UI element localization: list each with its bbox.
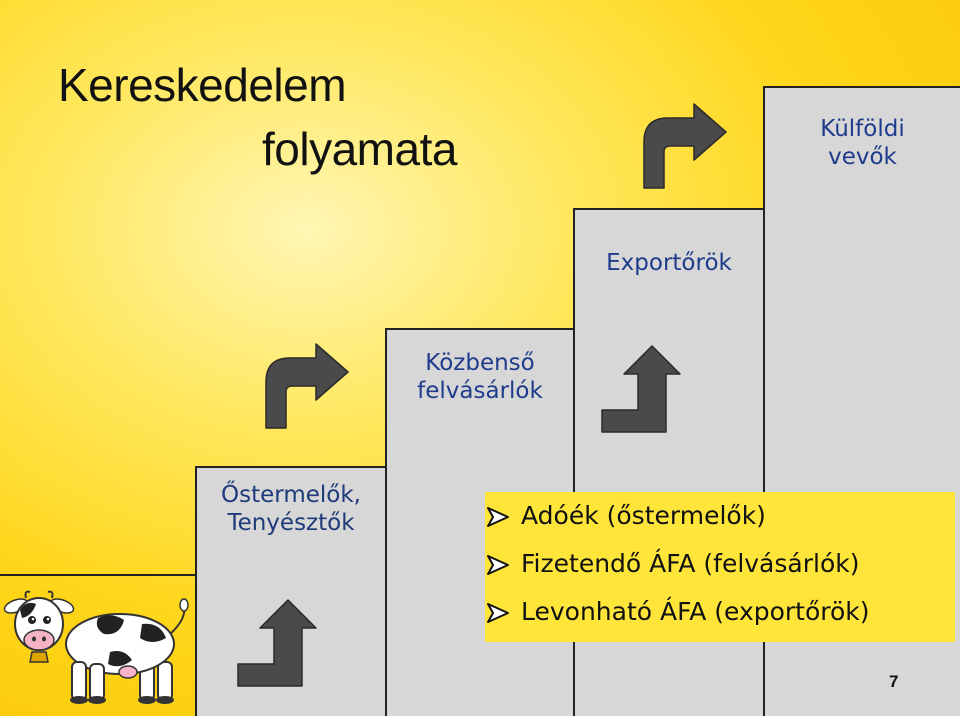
step-label: Közbenső felvásárlók	[387, 330, 573, 405]
page-number: 7	[889, 672, 898, 692]
curved-up-right-arrow-icon	[260, 342, 352, 430]
bullet-item: Levonható ÁFA (exportőrök)	[485, 588, 955, 636]
step-label: Külföldi vevők	[765, 88, 960, 171]
step-label: Exportőrök	[575, 210, 763, 278]
slide-title: Kereskedelem folyamata	[58, 62, 457, 172]
floor-line	[0, 574, 195, 576]
bullet-text: Levonható ÁFA (exportőrök)	[521, 597, 870, 626]
bullet-item: Adóék (őstermelők)	[485, 492, 955, 540]
arrowhead-bullet-icon	[485, 554, 511, 576]
curved-up-right-arrow-icon	[638, 102, 730, 190]
step-label: Őstermelők, Tenyésztők	[197, 468, 385, 537]
bullet-text: Adóék (őstermelők)	[521, 501, 766, 530]
arrowhead-bullet-icon	[485, 602, 511, 624]
bullet-text: Fizetendő ÁFA (felvásárlók)	[521, 549, 859, 578]
cow-icon	[0, 590, 196, 710]
bullet-item: Fizetendő ÁFA (felvásárlók)	[485, 540, 955, 588]
title-line-2: folyamata	[58, 126, 457, 172]
up-arrow-icon	[600, 344, 684, 434]
arrowhead-bullet-icon	[485, 506, 511, 528]
title-line-1: Kereskedelem	[58, 59, 346, 111]
up-arrow-icon	[236, 598, 320, 688]
bullet-list: Adóék (őstermelők) Fizetendő ÁFA (felvás…	[485, 492, 955, 642]
